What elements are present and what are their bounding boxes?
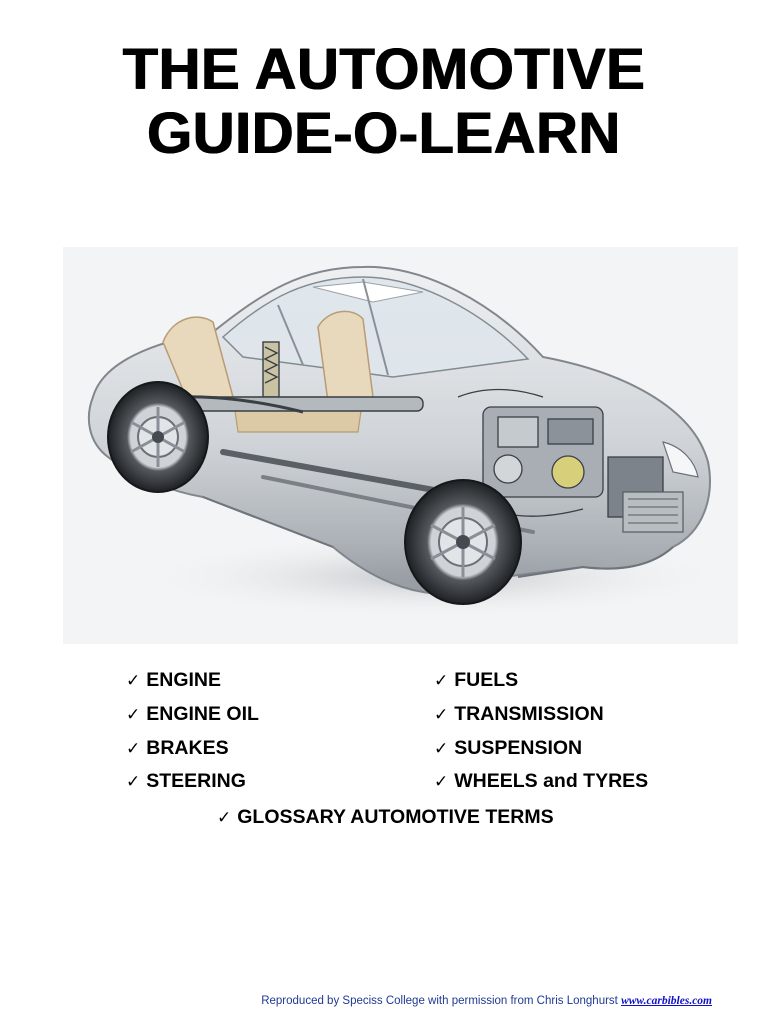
footer-credit: Reproduced by Speciss College with permi… <box>0 995 712 1007</box>
page-title: THE AUTOMOTIVE GUIDE-O-LEARN <box>0 38 768 166</box>
topic-glossary: ✓GLOSSARY AUTOMOTIVE TERMS <box>217 806 554 828</box>
topic-transmission: ✓TRANSMISSION <box>434 703 604 725</box>
topic-steering: ✓STEERING <box>126 770 246 792</box>
check-icon: ✓ <box>126 739 141 759</box>
check-icon: ✓ <box>126 705 141 725</box>
car-cutaway-illustration <box>63 247 738 644</box>
check-icon: ✓ <box>434 705 449 725</box>
topic-engine-oil: ✓ENGINE OIL <box>126 703 259 725</box>
check-icon: ✓ <box>434 772 449 792</box>
topic-brakes: ✓BRAKES <box>126 737 229 759</box>
topic-engine: ✓ENGINE <box>126 669 222 691</box>
topic-wheels-and-tyres: ✓WHEELS and TYRES <box>434 770 649 792</box>
check-icon: ✓ <box>217 808 232 828</box>
car-illustration-svg <box>63 247 738 644</box>
topic-suspension: ✓SUSPENSION <box>434 737 583 759</box>
check-icon: ✓ <box>434 671 449 691</box>
check-icon: ✓ <box>126 671 141 691</box>
footer-link[interactable]: www.carbibles.com <box>621 995 712 1007</box>
topic-fuels: ✓FUELS <box>434 669 519 691</box>
title-line-1: THE AUTOMOTIVE <box>122 37 646 102</box>
check-icon: ✓ <box>434 739 449 759</box>
footer-text: Reproduced by Speciss College with permi… <box>261 995 622 1007</box>
check-icon: ✓ <box>126 772 141 792</box>
title-line-2: GUIDE-O-LEARN <box>147 101 621 166</box>
